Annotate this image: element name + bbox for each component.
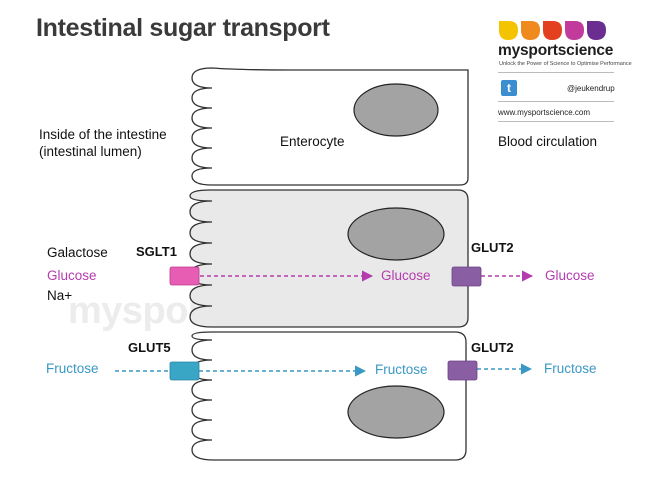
fructose-blood-label: Fructose <box>544 361 597 376</box>
logo-drop <box>587 21 606 40</box>
logo-drop <box>521 21 540 40</box>
glut2-fructose-transporter <box>447 360 478 381</box>
fructose-cell-label: Fructose <box>375 362 428 377</box>
glut2-glucose-label: GLUT2 <box>471 240 514 255</box>
glucose-cell-label: Glucose <box>381 268 431 283</box>
brand-divider-bottom <box>498 121 614 122</box>
glucose-blood-label: Glucose <box>545 268 595 283</box>
twitter-icon[interactable]: t <box>501 80 517 96</box>
enterocyte-middle <box>189 189 469 328</box>
sglt1-label: SGLT1 <box>136 244 177 259</box>
nucleus-bottom <box>347 385 445 439</box>
glut2-glucose-transporter <box>451 266 482 287</box>
brand-tagline: Unlock the Power of Science to Optimise … <box>499 61 632 67</box>
glut2-fructose-label: GLUT2 <box>471 340 514 355</box>
sodium-label: Na+ <box>47 288 73 303</box>
fructose-lumen-label: Fructose <box>46 361 99 376</box>
page-title: Intestinal sugar transport <box>36 14 330 42</box>
twitter-handle[interactable]: @jeukendrup <box>567 84 615 93</box>
galactose-label: Galactose <box>47 245 108 260</box>
brand-name: mysportscience <box>498 42 614 59</box>
glut5-label: GLUT5 <box>128 340 171 355</box>
website-link[interactable]: www.mysportscience.com <box>498 108 591 117</box>
nucleus-middle <box>347 207 445 261</box>
enterocyte-label: Enterocyte <box>280 134 345 149</box>
nucleus-top <box>353 83 439 137</box>
brand-logo-drops <box>499 21 606 40</box>
glut5-transporter <box>169 361 200 381</box>
glucose-lumen-label: Glucose <box>47 268 97 283</box>
logo-drop <box>565 21 584 40</box>
lumen-label: Inside of the intestine (intestinal lume… <box>39 127 167 159</box>
brand-divider-top <box>498 72 614 73</box>
logo-drop <box>543 21 562 40</box>
blood-circulation-label: Blood circulation <box>498 134 598 149</box>
brand-divider-mid <box>498 101 614 102</box>
sglt1-transporter <box>169 266 200 286</box>
logo-drop <box>499 21 518 40</box>
